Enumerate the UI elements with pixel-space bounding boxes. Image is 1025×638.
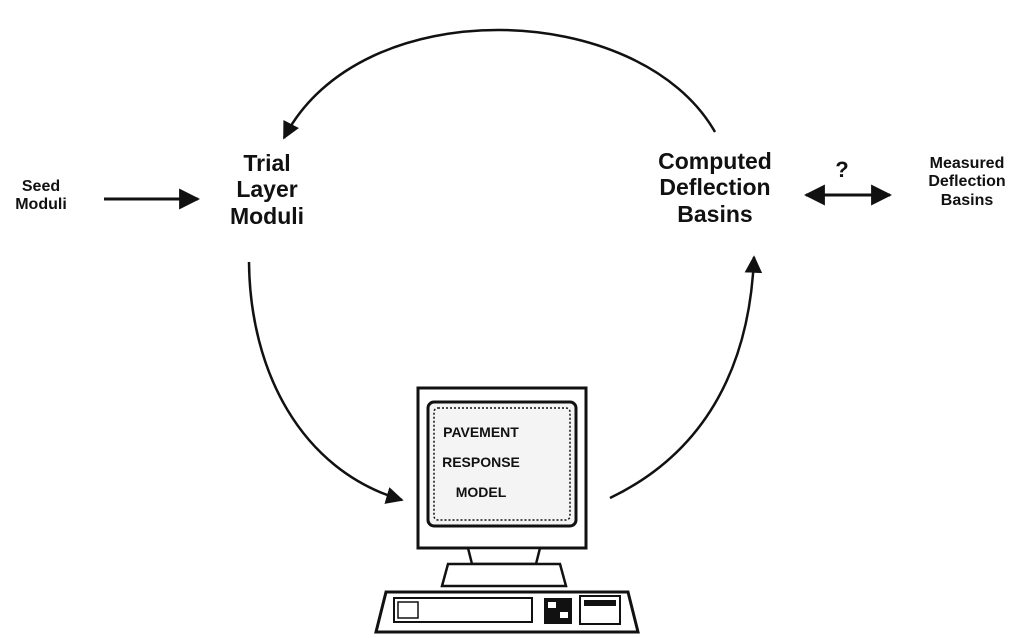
screen-line-model: MODEL xyxy=(455,484,507,500)
seed-line-2: Moduli xyxy=(15,196,67,214)
screen-line-pavement: PAVEMENT xyxy=(443,424,519,440)
trial-line-3: Moduli xyxy=(229,202,305,229)
measured-line-2: Deflection xyxy=(928,173,1006,191)
seed-line-1: Seed xyxy=(21,178,61,195)
model-to-computed-arc xyxy=(609,255,763,500)
computed-line-3: Basins xyxy=(677,200,753,227)
computer-icon xyxy=(374,386,640,634)
measured-line-1: Measured xyxy=(929,155,1005,172)
measured-deflection-basins-label: Measured Deflection Basins xyxy=(912,155,1022,210)
computed-line-2: Deflection xyxy=(659,174,771,201)
trial-line-1: Trial xyxy=(243,150,291,176)
seed-moduli-label: Seed Moduli xyxy=(8,178,74,215)
screen-line-response: RESPONSE xyxy=(442,454,520,470)
comparison-question-mark: ? xyxy=(835,157,849,182)
trial-to-model-arc xyxy=(247,261,404,504)
computed-line-1: Computed xyxy=(658,148,772,174)
computed-to-trial-arc xyxy=(282,28,717,140)
measured-line-3: Basins xyxy=(940,191,994,209)
trial-line-2: Layer xyxy=(236,176,298,203)
trial-layer-moduli-label: Trial Layer Moduli xyxy=(212,150,322,229)
computed-deflection-basins-label: Computed Deflection Basins xyxy=(640,148,790,227)
